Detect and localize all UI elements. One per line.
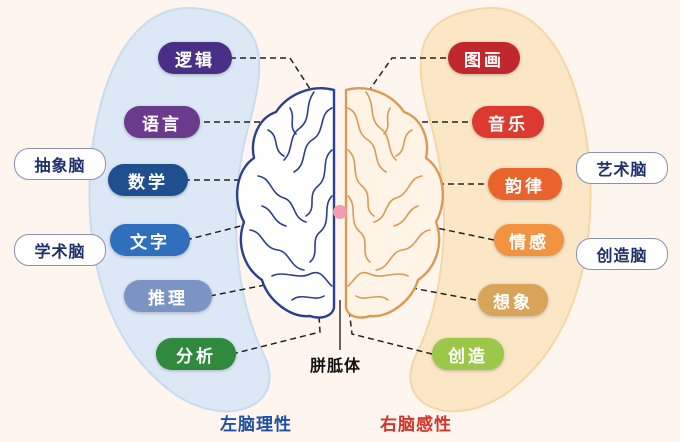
left-brain-caption: 左脑理性: [220, 415, 292, 435]
left-item-language: 语言: [124, 106, 200, 138]
right-item-imagination: 想象: [478, 284, 548, 316]
right-tag-creative: 创造脑: [576, 238, 668, 270]
corpus-callosum-label: 胼胝体: [310, 356, 362, 375]
connector-right-1: [367, 57, 456, 93]
left-hemisphere-gyri: [249, 91, 333, 301]
right-hemisphere-outline: [344, 87, 444, 319]
right-item-emotion: 情感: [494, 224, 564, 256]
connector-left-5: [209, 277, 301, 297]
right-brain-panel: [409, 6, 592, 413]
right-item-music: 音乐: [472, 106, 544, 138]
corpus-callosum-marker: [333, 205, 347, 219]
right-item-rhythm: 韵律: [488, 168, 562, 200]
left-item-reasoning: 推理: [124, 280, 212, 312]
left-item-analysis: 分析: [156, 338, 236, 370]
left-tag-academic: 学术脑: [14, 234, 106, 266]
left-item-logic: 逻辑: [158, 42, 232, 74]
right-item-creativity: 创造: [432, 338, 504, 370]
right-hemisphere-gyri: [347, 91, 431, 301]
right-hemisphere: [344, 87, 444, 319]
right-tag-art: 艺术脑: [576, 152, 668, 184]
left-hemisphere: [236, 87, 336, 319]
left-item-math: 数学: [108, 164, 188, 196]
left-item-writing: 文字: [110, 224, 190, 256]
left-hemisphere-outline: [236, 87, 336, 319]
right-item-drawing: 图画: [448, 42, 520, 74]
connector-left-1: [230, 57, 313, 93]
right-brain-caption: 右脑感性: [380, 415, 452, 435]
left-tag-abstract: 抽象脑: [14, 148, 106, 180]
